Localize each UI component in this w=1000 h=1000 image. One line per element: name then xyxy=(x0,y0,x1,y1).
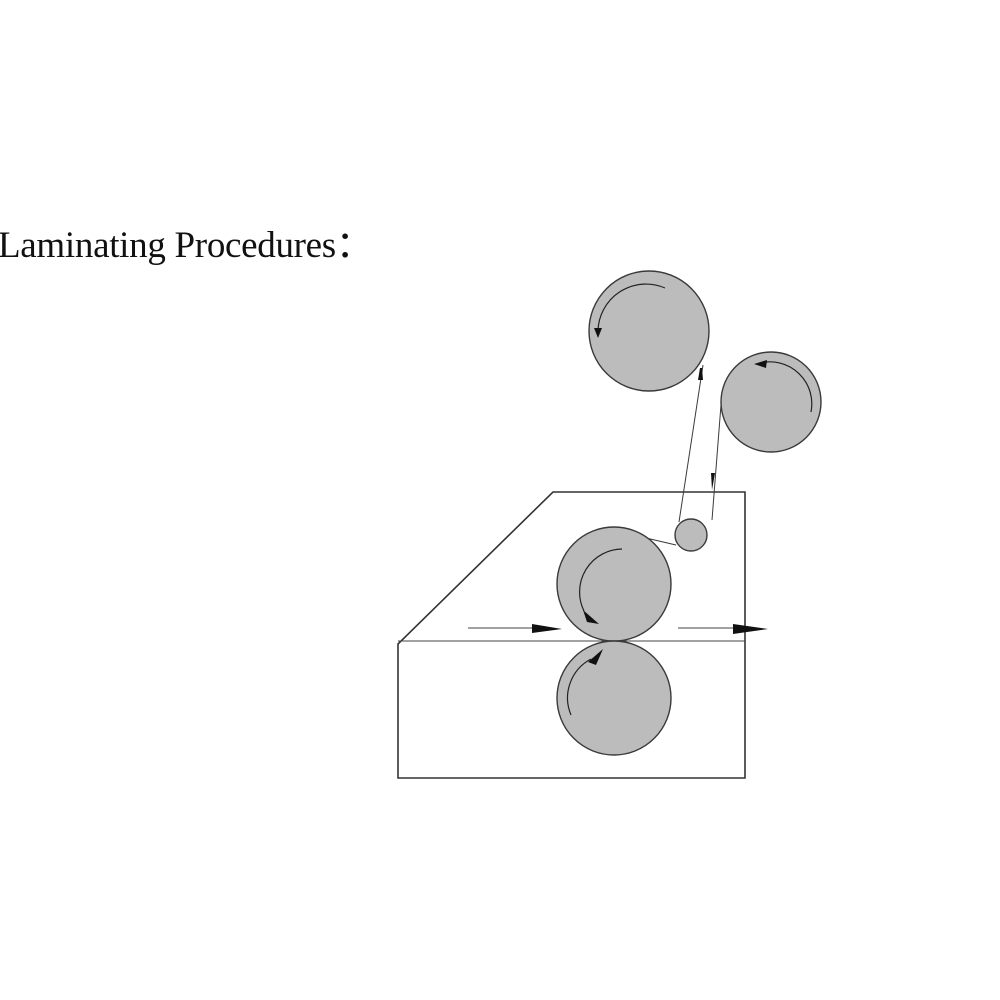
bottom-roller-rotation-arrow xyxy=(566,658,592,716)
top-roller-rotation-arrow xyxy=(579,548,623,612)
web-upward-arrowhead xyxy=(698,368,703,380)
web-path-to-laminating-roller xyxy=(645,537,677,546)
film-roller xyxy=(720,351,822,453)
top-laminating-roller xyxy=(556,526,672,642)
film-roller-arrowhead xyxy=(754,360,767,368)
supply-roller-arrowhead xyxy=(594,328,602,338)
bottom-laminating-roller xyxy=(556,640,672,756)
web-path-upward xyxy=(678,364,704,523)
guide-roller xyxy=(674,518,708,552)
feed-in-arrowhead xyxy=(532,624,562,633)
supply-roller-rotation-arrow xyxy=(597,283,666,332)
film-roller-rotation-arrow xyxy=(759,361,813,413)
page-title: Laminating Procedures： xyxy=(0,225,373,266)
supply-roller xyxy=(588,270,710,392)
web-downward-arrowhead xyxy=(711,473,715,490)
top-roller-arrowhead xyxy=(583,610,599,624)
bottom-roller-arrowhead xyxy=(588,649,603,665)
feed-out-arrowhead xyxy=(733,624,768,634)
web-path-downward xyxy=(711,391,723,521)
